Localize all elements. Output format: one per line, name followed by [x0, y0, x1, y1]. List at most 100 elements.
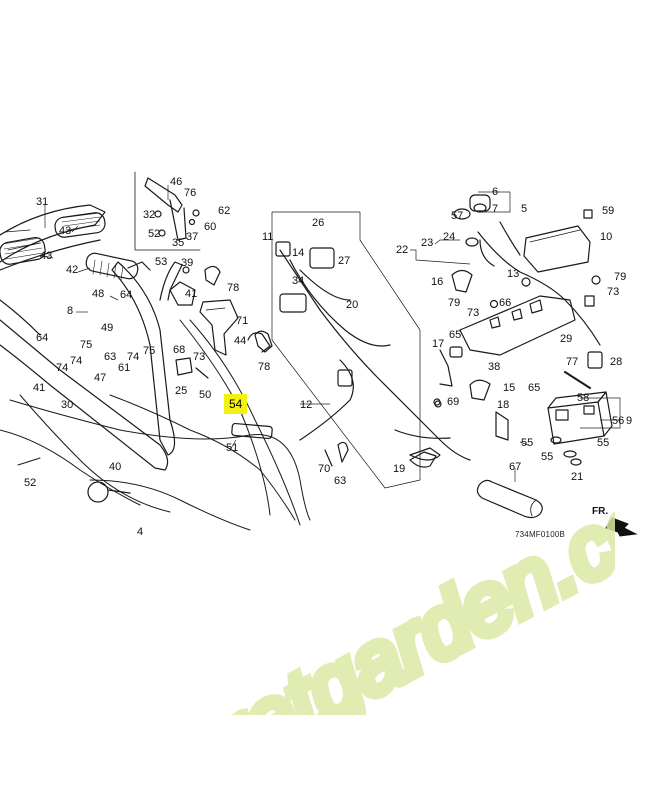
callout-label: 58 — [577, 392, 590, 404]
callout-label: 43 — [40, 250, 53, 262]
callout-label: 52 — [24, 477, 37, 489]
callout-label: 41 — [185, 288, 198, 300]
callout-label: 73 — [193, 351, 206, 363]
callout-label: 78 — [227, 282, 240, 294]
callout-label: 27 — [338, 255, 351, 267]
callout-label: 10 — [600, 231, 613, 243]
callout-label: 69 — [447, 396, 460, 408]
leader-lines — [39, 185, 621, 482]
callout-label: 66 — [499, 297, 512, 309]
callout-label: 26 — [312, 217, 325, 229]
callout-label: 67 — [509, 461, 522, 473]
callout-label: 6 — [492, 186, 499, 198]
callout-label: 51 — [226, 442, 239, 454]
callout-label: 41 — [33, 382, 46, 394]
control-cables-drawing — [0, 319, 311, 531]
callout-label: 30 — [61, 399, 74, 411]
callout-label: 24 — [443, 231, 456, 243]
handle-grip-drawing — [476, 479, 543, 519]
callout-label: 65 — [528, 382, 541, 394]
callout-label: 40 — [109, 461, 122, 473]
callout-label: 4 — [137, 526, 144, 538]
callout-label: 17 — [432, 338, 445, 350]
callout-label: 42 — [66, 264, 79, 276]
callout-label: 75 — [80, 339, 93, 351]
callout-label: 7 — [492, 203, 499, 215]
callout-label: 75 — [143, 345, 156, 357]
callout-label: 63 — [104, 351, 117, 363]
callout-label: 65 — [449, 329, 462, 341]
callout-label: 59 — [602, 205, 615, 217]
callout-label: 73 — [607, 286, 620, 298]
mounting-plate-drawing — [459, 295, 576, 356]
throttle-grip-drawing — [85, 252, 139, 281]
callout-label: 35 — [172, 237, 185, 249]
callout-label: 18 — [497, 399, 510, 411]
callout-label: 16 — [431, 276, 444, 288]
callout-label: 19 — [393, 463, 406, 475]
callout-label: 31 — [36, 196, 49, 208]
callout-label: 34 — [292, 275, 305, 287]
control-lever-drawing — [159, 261, 221, 306]
callout-label: 73 — [467, 307, 480, 319]
callout-label: 13 — [507, 268, 520, 280]
callout-label: 57 — [451, 210, 464, 222]
callout-label: 29 — [560, 333, 573, 345]
callout-label: 61 — [118, 362, 131, 374]
control-box-drawing — [523, 209, 593, 273]
callout-label: 60 — [204, 221, 217, 233]
battery-drawing — [547, 391, 613, 445]
callout-label: 70 — [318, 463, 331, 475]
callout-label: 5 — [521, 203, 528, 215]
callout-label: 63 — [334, 475, 347, 487]
callout-label: 74 — [127, 351, 140, 363]
callout-label: 55 — [521, 437, 534, 449]
callout-label: 22 — [396, 244, 409, 256]
wire-harness-drawing — [271, 211, 471, 489]
callout-label: 52 — [148, 228, 161, 240]
callout-label: 71 — [236, 315, 249, 327]
callout-label: 46 — [170, 176, 183, 188]
callout-label: 74 — [70, 355, 83, 367]
front-direction-label: FR. — [592, 506, 609, 517]
callout-label: 39 — [181, 257, 194, 269]
callout-label: 32 — [143, 209, 156, 221]
callout-label: 79 — [448, 297, 461, 309]
callout-label: 28 — [610, 356, 623, 368]
callout-label: 77 — [566, 356, 579, 368]
callout-label: 68 — [173, 344, 186, 356]
callout-label: 23 — [421, 237, 434, 249]
callout-label: 74 — [56, 362, 69, 374]
callout-label: 20 — [346, 299, 359, 311]
callout-label: 47 — [94, 372, 107, 384]
callout-label: 55 — [541, 451, 554, 463]
callout-label: 43 — [59, 225, 72, 237]
handle-frame-drawing — [0, 204, 176, 471]
callout-label: 79 — [614, 271, 627, 283]
callout-label: 56 — [612, 415, 625, 427]
callout-label: 50 — [199, 389, 212, 401]
callout-label: 76 — [184, 187, 197, 199]
callout-label: 64 — [120, 289, 133, 301]
callout-label: 64 — [36, 332, 49, 344]
front-direction-arrow — [605, 517, 638, 537]
callout-label: 14 — [292, 247, 305, 259]
callout-highlighted: 54 — [224, 394, 248, 414]
callout-label: 55 — [597, 437, 610, 449]
callout-label: 37 — [186, 231, 199, 243]
callout-label: 78 — [258, 361, 271, 373]
callout-label: 49 — [101, 322, 114, 334]
diagram-reference-code: 734MF0100B — [515, 530, 566, 539]
callout-label: 15 — [503, 382, 516, 394]
callout-label: 44 — [234, 335, 247, 347]
callout-label: 38 — [488, 361, 501, 373]
callout-label: 53 — [155, 256, 168, 268]
shift-lever-drawing — [199, 299, 239, 356]
throttle-cable-drawing — [453, 194, 601, 346]
callout-label: 25 — [175, 385, 188, 397]
callout-label: 62 — [218, 205, 231, 217]
callout-label: 12 — [300, 399, 313, 411]
callout-label: 48 — [92, 288, 105, 300]
